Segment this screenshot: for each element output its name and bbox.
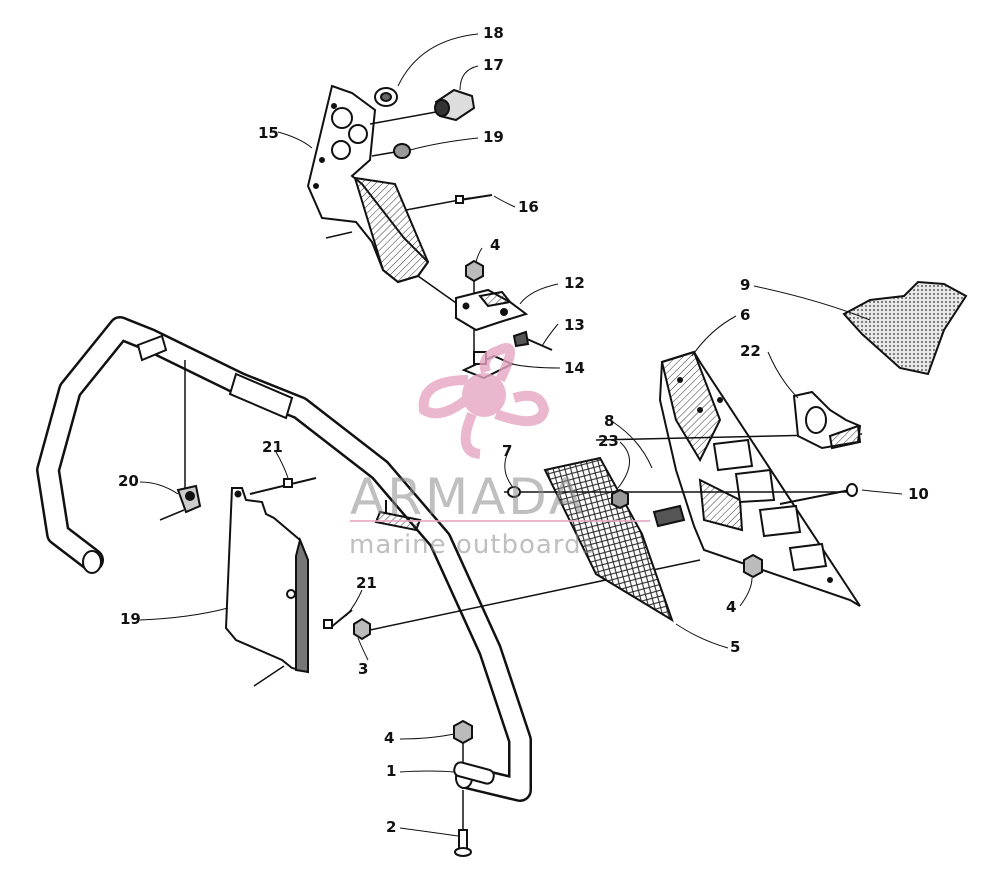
part-19-side-panel — [224, 487, 309, 674]
watermark-brand: ARMADA — [350, 468, 587, 526]
callout-7: 7 — [502, 442, 513, 460]
callout-8: 8 — [604, 412, 615, 430]
part-2-bolt — [454, 829, 472, 857]
callout-17: 18 — [483, 24, 504, 42]
callout-13: 14 — [564, 359, 585, 377]
callout-14: 15 — [258, 124, 279, 142]
callout-9: 9 — [740, 276, 751, 294]
axis-line — [325, 231, 353, 239]
part-20-clamp — [176, 484, 202, 514]
watermark-divider — [350, 520, 650, 522]
callout-19: 19 — [120, 610, 141, 628]
callout-6: 6 — [740, 306, 751, 324]
part-1-pin — [453, 761, 495, 785]
part-14-upper-bracket — [306, 84, 430, 284]
watermark-tagline: marine outboards — [349, 530, 597, 560]
callout-10: 10 — [908, 485, 929, 503]
part-8-spacer — [652, 504, 686, 528]
part-15-screw — [455, 194, 493, 204]
part-23-nut — [611, 488, 629, 510]
callout-20: 20 — [118, 472, 139, 490]
part-10-screw — [779, 483, 858, 505]
part-6-side-plate — [658, 350, 861, 607]
callout-11: 12 — [564, 274, 585, 292]
part-7-washer — [507, 486, 521, 498]
part-4-nut-upper — [465, 259, 484, 283]
callout-2: 2 — [386, 818, 397, 836]
part-11-mounting-bracket — [455, 288, 529, 332]
part-5-mesh-grille — [543, 456, 674, 623]
callout-4-upper: 4 — [490, 236, 501, 254]
part-4-nut-lower — [453, 719, 473, 745]
armada-logo-icon — [418, 343, 550, 459]
callout-12: 13 — [564, 316, 585, 334]
part-4-nut-middle — [743, 553, 763, 579]
callout-18: 19 — [483, 128, 504, 146]
part-18-nut — [393, 143, 411, 159]
part-16-bushing — [434, 88, 476, 122]
callout-23: 23 — [598, 432, 619, 450]
axis-line — [159, 509, 185, 521]
callout-15: 16 — [518, 198, 539, 216]
axis-line — [371, 151, 396, 157]
callout-5: 5 — [730, 638, 741, 656]
axis-line — [253, 665, 285, 687]
callout-21-upper: 21 — [262, 438, 283, 456]
axis-line — [369, 111, 437, 125]
callout-21-lower: 21 — [356, 574, 377, 592]
callout-16: 17 — [483, 56, 504, 74]
callout-4-middle: 4 — [726, 598, 737, 616]
callout-1: 1 — [386, 762, 397, 780]
callout-3: 3 — [358, 660, 369, 678]
part-22-bracket — [792, 390, 862, 450]
part-3-nut — [353, 617, 371, 641]
callout-4-lower: 4 — [384, 729, 395, 747]
part-12-screw — [512, 330, 553, 351]
callout-22: 22 — [740, 342, 761, 360]
leader-lines — [139, 33, 903, 837]
part-21-screw-lower — [323, 609, 353, 629]
part-21-screw-upper — [249, 477, 317, 495]
part-17-grommet — [374, 87, 398, 107]
part-9-cover-plate — [842, 280, 968, 376]
